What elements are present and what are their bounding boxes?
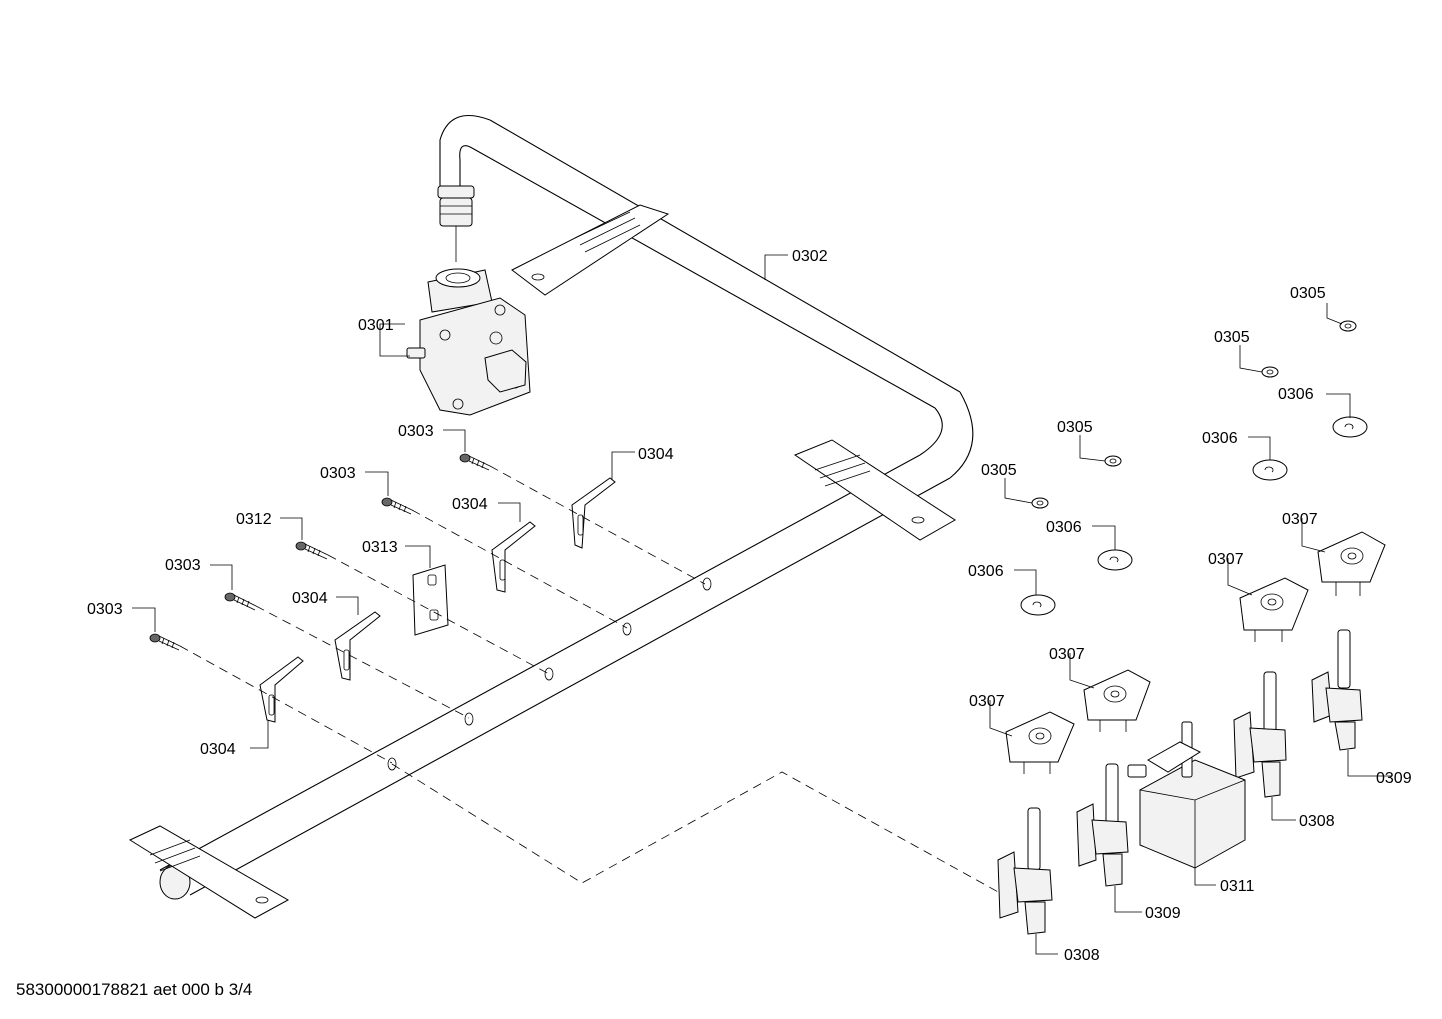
callout-0313: 0313 <box>362 539 398 556</box>
callout-0311: 0311 <box>1220 878 1255 895</box>
callout-0303: 0303 <box>165 557 201 574</box>
callout-0304: 0304 <box>292 590 328 607</box>
screw-d <box>224 592 257 611</box>
screw-c <box>295 541 329 560</box>
pipe-bracket-bottom <box>128 825 290 919</box>
screw-a <box>459 453 491 471</box>
screw-b <box>381 497 413 515</box>
callout-0309: 0309 <box>1145 905 1181 922</box>
clip-b <box>491 521 536 593</box>
star-washer-d <box>1031 497 1049 509</box>
callout-0304: 0304 <box>452 496 488 513</box>
callout-0306: 0306 <box>968 563 1004 580</box>
callout-0309: 0309 <box>1376 770 1412 787</box>
callout-0308: 0308 <box>1299 813 1335 830</box>
callout-labels: 0301 0302 0303 0303 0303 0303 0304 0304 … <box>87 248 1412 964</box>
callout-0308: 0308 <box>1064 947 1100 964</box>
screw-e <box>149 633 181 651</box>
holder-d <box>1005 711 1075 774</box>
pipe-bracket-right <box>793 439 956 541</box>
valve-0308-right <box>1233 671 1287 798</box>
callout-0306: 0306 <box>1046 519 1082 536</box>
clip-a <box>571 477 616 549</box>
leader-lines <box>132 254 1392 955</box>
valve-0308-left <box>997 807 1053 935</box>
callout-0305: 0305 <box>981 462 1017 479</box>
callout-0304: 0304 <box>638 446 674 463</box>
gas-manifold-pipe <box>159 115 974 900</box>
star-washer-c <box>1104 455 1122 467</box>
callout-0304: 0304 <box>200 741 236 758</box>
assembly-lines <box>179 465 1001 894</box>
callout-0305: 0305 <box>1290 285 1326 302</box>
callout-0307: 0307 <box>1208 551 1244 568</box>
callout-0302: 0302 <box>792 248 828 265</box>
washer-d <box>1020 594 1056 616</box>
washer-c <box>1097 549 1133 571</box>
callout-0307: 0307 <box>969 693 1005 710</box>
washer-a <box>1332 416 1368 438</box>
callout-0307: 0307 <box>1049 646 1085 663</box>
clip-d <box>259 656 304 723</box>
callout-0305: 0305 <box>1057 419 1093 436</box>
washer-b <box>1252 459 1288 481</box>
callout-0301: 0301 <box>358 317 394 334</box>
callout-0303: 0303 <box>320 465 356 482</box>
bracket-plate <box>412 564 449 636</box>
callout-0312: 0312 <box>236 511 272 528</box>
callout-0303: 0303 <box>398 423 434 440</box>
clip-c <box>334 611 381 681</box>
holder-b <box>1239 577 1309 642</box>
callout-0306: 0306 <box>1278 386 1314 403</box>
star-washer-a <box>1339 320 1357 332</box>
valve-0309-left <box>1076 763 1129 887</box>
callout-0303: 0303 <box>87 601 123 618</box>
callout-0305: 0305 <box>1214 329 1250 346</box>
valve-0309-right <box>1311 629 1363 751</box>
document-code: 58300000178821 aet 000 b 3/4 <box>16 980 253 999</box>
pipe-bracket-top <box>511 204 670 296</box>
callout-0307: 0307 <box>1282 511 1318 528</box>
callout-0306: 0306 <box>1202 430 1238 447</box>
holder-c <box>1083 669 1151 732</box>
ignition-switch-block <box>1127 721 1246 869</box>
star-washer-b <box>1261 366 1279 378</box>
holder-a <box>1317 531 1386 596</box>
gas-regulator <box>406 268 531 416</box>
